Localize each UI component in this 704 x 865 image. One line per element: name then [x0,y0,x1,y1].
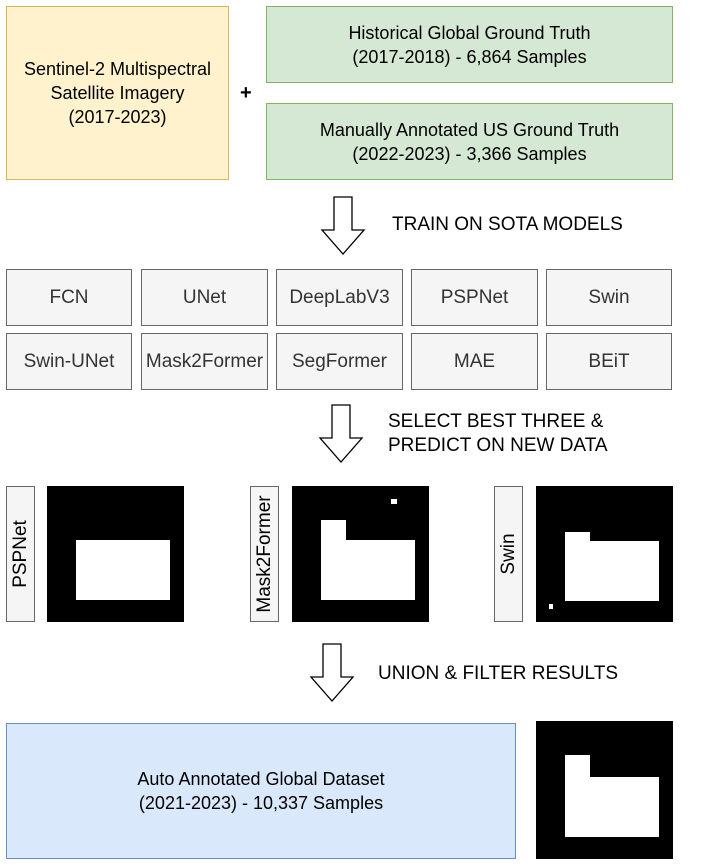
model-box-beit: BEiT [546,333,672,390]
auto-annotated-dataset-box: Auto Annotated Global Dataset (2021-2023… [6,723,516,859]
model-box-unet: UNet [141,269,268,326]
swin-prediction-label: Swin [494,486,523,622]
mask2former-prediction-label: Mask2Former [250,486,279,622]
model-label-unet: UNet [182,286,227,308]
model-label-pspnet: PSPNet [440,286,509,308]
down-arrow-icon [309,643,355,702]
train-step-label: TRAIN ON SOTA MODELS [392,214,623,235]
union-step-label: UNION & FILTER RESULTS [378,663,618,684]
model-box-swin: Swin [546,269,672,326]
historical-ground-truth-label: Historical Global Ground Truth (2017-201… [348,22,591,67]
plus-sign: + [240,82,252,104]
model-box-mae: MAE [411,333,538,390]
model-label-fcn: FCN [49,286,89,308]
model-box-segformer: SegFormer [276,333,403,390]
model-label-segformer: SegFormer [291,350,388,372]
union-result-mask [536,721,673,859]
swin-prediction-mask [536,486,673,622]
historical-ground-truth-box: Historical Global Ground Truth (2017-201… [266,6,673,83]
model-box-mask2former: Mask2Former [141,333,268,390]
model-label-swin: Swin [588,286,630,308]
model-label-swin-unet: Swin-UNet [23,350,115,372]
down-arrow-icon [320,196,366,255]
mask2former-prediction-mask [292,486,429,622]
satellite-imagery-box: Sentinel-2 Multispectral Satellite Image… [6,6,229,180]
auto-annotated-dataset-label: Auto Annotated Global Dataset (2021-2023… [137,769,385,813]
model-box-fcn: FCN [6,269,132,326]
model-label-beit: BEiT [588,350,630,372]
model-box-deeplabv3: DeepLabV3 [276,269,403,326]
model-box-pspnet: PSPNet [411,269,538,326]
model-box-swin-unet: Swin-UNet [6,333,132,390]
down-arrow-icon [318,404,364,463]
pspnet-prediction-label: PSPNet [6,486,35,622]
satellite-imagery-label: Sentinel-2 Multispectral Satellite Image… [23,59,212,127]
manual-ground-truth-label: Manually Annotated US Ground Truth (2022… [319,119,620,164]
pspnet-prediction-mask [47,486,184,622]
model-label-mask2former: Mask2Former [145,350,264,372]
model-label-deeplabv3: DeepLabV3 [289,286,390,308]
manual-ground-truth-box: Manually Annotated US Ground Truth (2022… [266,103,673,180]
select-step-label: SELECT BEST THREE & PREDICT ON NEW DATA [388,411,608,456]
model-label-mae: MAE [453,350,496,372]
